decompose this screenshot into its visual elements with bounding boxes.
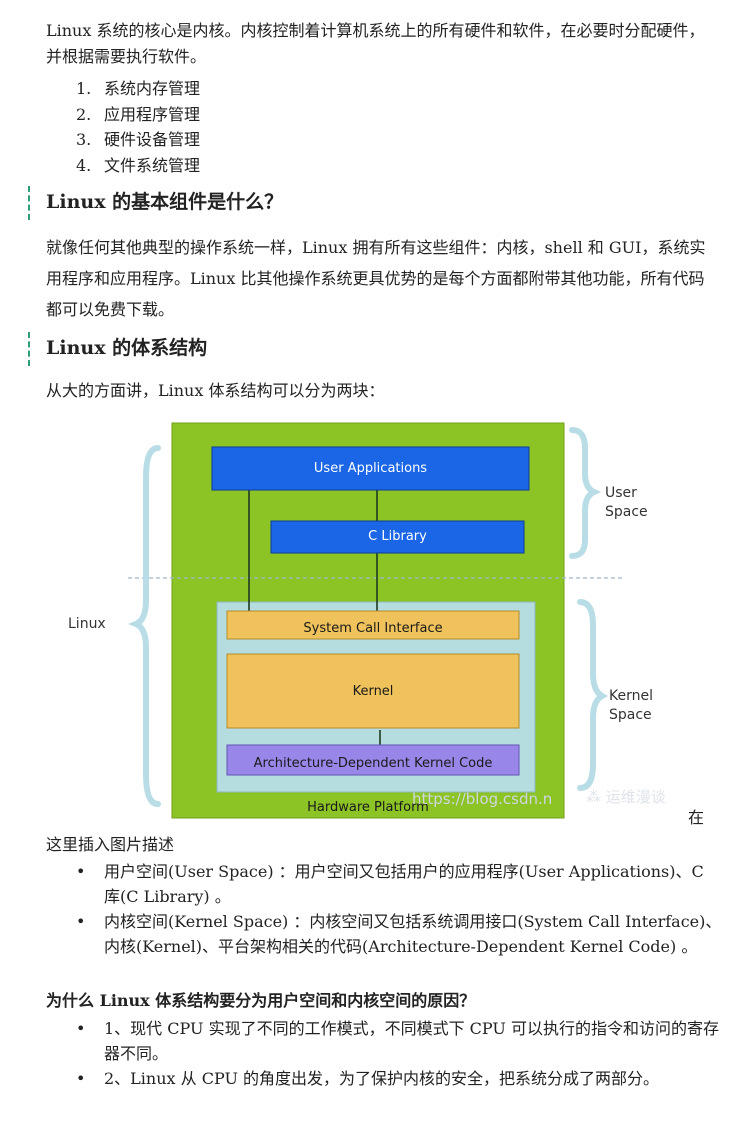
c-library-label: C Library xyxy=(368,529,427,544)
kernel-space-brace xyxy=(577,599,609,791)
watermark-logo-icon: ⁂ xyxy=(586,788,601,806)
caption-trailing-char: 在 xyxy=(688,808,705,827)
bullet-icon: • xyxy=(76,862,86,881)
kernel-space-label-line: Space xyxy=(609,707,652,723)
list-item: • 用户空间(User Space) ：用户空间又包括用户的应用程序(User A… xyxy=(76,859,722,909)
list-label: 文件系统管理 xyxy=(104,155,201,175)
kernel-space-label-line: Kernel xyxy=(609,688,653,704)
bullet-text: 2、Linux 从 CPU 的角度出发，为了保护内核的安全，把系统分成了两部分。 xyxy=(104,1069,660,1088)
intro-paragraph: Linux 系统的核心是内核。内核控制着计算机系统上的所有硬件和软件，在必要时分… xyxy=(46,21,705,66)
bullet-icon: • xyxy=(76,1019,86,1038)
list-number: 2. xyxy=(76,104,92,124)
architecture-intro: 从大的方面讲，Linux 体系结构可以分为两块： xyxy=(46,381,385,400)
list-item: 2. 应用程序管理 xyxy=(76,102,200,128)
list-number: 3. xyxy=(76,130,92,149)
bullet-icon: • xyxy=(76,1069,86,1088)
architecture-svg xyxy=(127,422,624,819)
bullet-icon: • xyxy=(76,912,86,931)
system-call-interface-label: System Call Interface xyxy=(303,621,443,636)
watermark-url: https://blog.csdn.n xyxy=(412,790,553,808)
list-item: 4. 文件系统管理 xyxy=(76,153,200,179)
bullet-text: 用户空间(User Space) ：用户空间又包括用户的应用程序(User Ap… xyxy=(104,862,704,906)
list-number: 1. xyxy=(76,79,92,98)
user-applications-label: User Applications xyxy=(313,461,428,476)
watermark-brand-text: 运维漫谈 xyxy=(605,788,666,806)
question-heading: 为什么 Linux 体系结构要分为用户空间和内核空间的原因？ xyxy=(46,991,476,1010)
image-caption: 这里插入图片描述 xyxy=(46,835,175,854)
list-label: 系统内存管理 xyxy=(104,79,201,98)
list-item: 3. 硬件设备管理 xyxy=(76,127,200,153)
linux-brace xyxy=(127,445,161,807)
architecture-code-box xyxy=(226,744,520,776)
user-space-brace xyxy=(569,427,602,559)
linux-architecture-diagram: User Applications C Library System Call … xyxy=(60,418,700,828)
components-paragraph: 就像任何其他典型的操作系统一样，Linux 拥有所有这些组件：内核，shell … xyxy=(46,238,706,319)
user-applications-box xyxy=(211,446,530,491)
bullet-text: 内核空间(Kernel Space) ：内核空间又包括系统调用接口(System… xyxy=(104,912,722,956)
list-item: • 2、Linux 从 CPU 的角度出发，为了保护内核的安全，把系统分成了两部分… xyxy=(76,1066,722,1091)
linux-side-label: Linux xyxy=(68,616,106,632)
user-space-label-line: Space xyxy=(605,504,648,520)
list-item: 1. 系统内存管理 xyxy=(76,76,200,102)
kernel-space-label: Kernel Space xyxy=(609,687,653,725)
hardware-platform-label: Hardware Platform xyxy=(307,800,429,815)
space-bullets: • 用户空间(User Space) ：用户空间又包括用户的应用程序(User A… xyxy=(76,859,722,959)
system-call-interface-box xyxy=(226,610,520,640)
bullet-text: 1、现代 CPU 实现了不同的工作模式，不同模式下 CPU 可以执行的指令和访问… xyxy=(104,1019,719,1063)
kernel-functions-list: 1. 系统内存管理 2. 应用程序管理 3. 硬件设备管理 4. 文件系统管理 xyxy=(76,76,200,178)
list-item: • 1、现代 CPU 实现了不同的工作模式，不同模式下 CPU 可以执行的指令和访… xyxy=(76,1016,722,1066)
user-space-label-line: User xyxy=(605,485,637,501)
watermark-brand: ⁂ 运维漫谈 xyxy=(586,786,666,807)
list-label: 应用程序管理 xyxy=(104,104,201,124)
architecture-code-label: Architecture-Dependent Kernel Code xyxy=(253,756,493,771)
section-heading-components: Linux 的基本组件是什么？ xyxy=(46,191,284,213)
kernel-label: Kernel xyxy=(352,684,394,699)
reason-bullets: • 1、现代 CPU 实现了不同的工作模式，不同模式下 CPU 可以执行的指令和访… xyxy=(76,1016,722,1091)
c-library-box xyxy=(270,520,525,554)
user-space-label: User Space xyxy=(605,484,648,522)
list-label: 硬件设备管理 xyxy=(104,130,201,149)
list-item: • 内核空间(Kernel Space) ：内核空间又包括系统调用接口(Syste… xyxy=(76,909,722,959)
heading-marker xyxy=(28,186,30,220)
kernel-box xyxy=(226,653,520,729)
section-heading-architecture: Linux 的体系结构 xyxy=(46,337,208,359)
list-number: 4. xyxy=(76,155,92,175)
heading-marker xyxy=(28,332,30,366)
